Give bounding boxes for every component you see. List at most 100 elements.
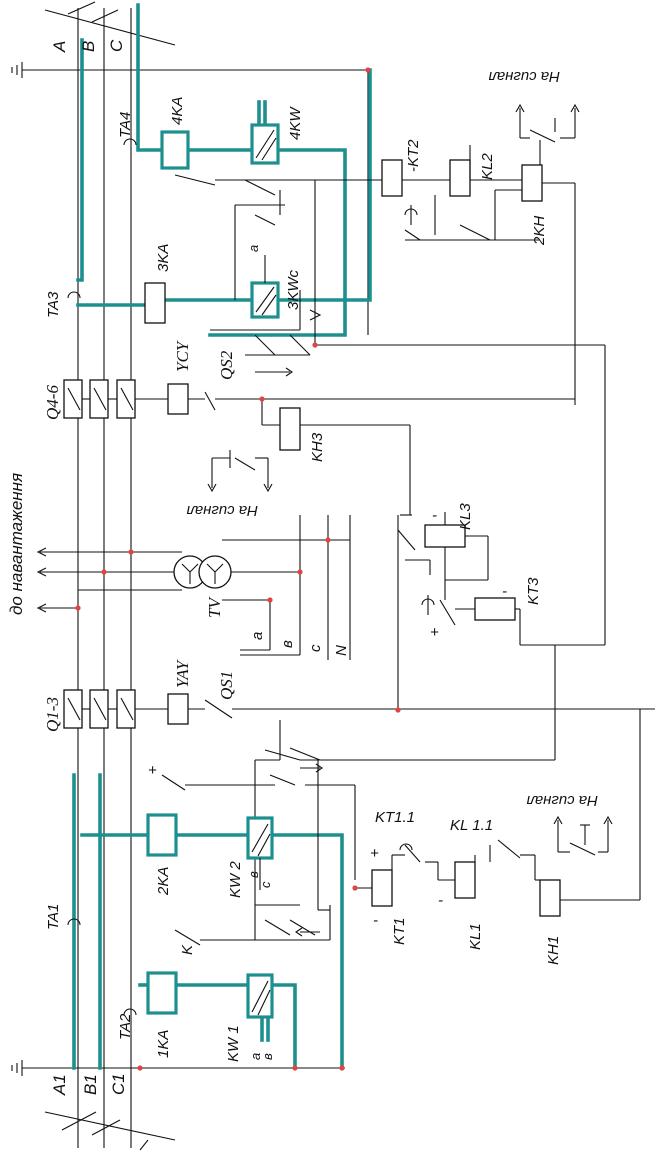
transformer-tv <box>78 515 351 660</box>
junction-nodes <box>75 67 401 1071</box>
label-kt3: KT3 <box>525 577 542 605</box>
label-kt1-1: KT1.1 <box>375 809 415 826</box>
label-3ka: 3KA <box>155 244 172 272</box>
label-3kw: 3KWc <box>285 269 302 310</box>
coil-yay <box>167 693 655 901</box>
label-q1-3: Q1-3 <box>43 697 62 732</box>
signal-label-bottom: На сигнал <box>526 792 598 809</box>
kt2-kl2-contacts <box>402 140 576 405</box>
label-kl2: KL2 <box>479 153 496 180</box>
label-ta3: TA3 <box>45 291 62 318</box>
kl3-contacts <box>397 514 456 710</box>
label-tv-c: c <box>307 644 324 652</box>
signal-label-top: На сигнал <box>488 68 560 85</box>
label-kw1: KW 1 <box>225 1025 242 1062</box>
device-labels: TA4 4KA 4KW -KT2 KL2 2KH TA3 3KA 3KWc a … <box>43 97 562 1062</box>
breaker-q4-6 <box>63 379 168 419</box>
label-qs1: QS1 <box>217 671 236 700</box>
relay-kt2 <box>381 159 403 197</box>
label-kt1: KT1 <box>391 917 408 945</box>
relay-kw2 <box>246 816 274 890</box>
bottom-contacts <box>161 645 556 946</box>
label-2ka: 2KA <box>155 867 172 896</box>
bottom-ground-rail <box>11 1060 345 1076</box>
label-tv: TV <box>205 596 224 618</box>
coil-ycy <box>167 383 285 415</box>
label-kw1-a: a <box>248 1053 263 1060</box>
plus-mark-3: + <box>430 624 439 641</box>
load-label: до навантаження <box>7 473 26 615</box>
kt11-contacts <box>391 843 439 880</box>
ct-ta3 <box>67 291 81 299</box>
relay-1ka <box>146 971 178 1015</box>
label-4kw: 4KW <box>287 106 304 140</box>
relay-3kw <box>250 255 280 319</box>
label-ta2: TA2 <box>117 1013 134 1040</box>
minus-mark-2: - <box>438 892 443 909</box>
ct-ta1 <box>67 918 81 926</box>
relay-3ka <box>144 282 166 324</box>
top-ground-rail <box>11 62 369 335</box>
bottom-ct-circuits <box>72 773 344 1070</box>
load-arrows <box>36 547 131 613</box>
ct-ta4 <box>123 138 137 146</box>
relay-kw1 <box>246 973 274 1019</box>
relay-4ka <box>160 130 190 170</box>
label-q4-6: Q4-6 <box>43 385 62 420</box>
relay-kl1 <box>438 861 476 899</box>
label-kh3: KH3 <box>309 432 326 462</box>
minus-mark-3: - <box>432 507 437 524</box>
kl11-contacts <box>474 839 536 880</box>
phase-label-c1: C1 <box>109 1073 128 1095</box>
plus-mark-1: + <box>148 762 157 779</box>
label-ycy: YCY <box>173 340 192 372</box>
label-1ka: 1KA <box>155 1030 172 1058</box>
label-kw2: KW 2 <box>227 861 244 898</box>
signal-symbol-bottom <box>553 815 613 856</box>
relay-kh1 <box>535 879 561 917</box>
label-tv-b: в <box>279 640 296 648</box>
label-kh1: KH1 <box>545 936 562 965</box>
phase-label-b1: B1 <box>81 1074 100 1095</box>
label-kl1: KL1 <box>467 923 484 950</box>
label-3kw-a: a <box>246 245 261 252</box>
relay-2kh <box>521 164 543 202</box>
polarity-marks: + + + - - - - <box>148 507 507 929</box>
breaker-q1-3 <box>63 689 168 729</box>
top-contacts <box>174 174 606 646</box>
phase-label-b: B <box>79 41 98 52</box>
signal-symbol-mid <box>207 450 273 493</box>
phase-label-a1: A1 <box>50 1074 69 1096</box>
signal-label-mid: На сигнал <box>186 502 258 519</box>
phase-label-a: A <box>50 41 69 53</box>
relay-kl2 <box>449 159 471 197</box>
relay-kt1 <box>355 869 393 907</box>
label-4ka: 4KA <box>169 97 186 125</box>
relay-kl3 <box>424 512 489 581</box>
label-kw2-c: c <box>258 881 273 888</box>
phase-labels: A B C A1 B1 C1 <box>50 39 128 1096</box>
relay-kh3 <box>261 398 575 515</box>
label-kw2-b: в <box>246 871 261 878</box>
label-ta4: TA4 <box>117 112 134 138</box>
relay-kt3 <box>455 597 521 645</box>
relay-2ka <box>146 813 178 857</box>
signal-symbol-top <box>515 103 580 143</box>
label-kt2: -KT2 <box>405 139 422 172</box>
top-ct-circuits <box>76 3 372 337</box>
label-ta1: TA1 <box>45 904 62 930</box>
minus-mark-4: - <box>502 583 507 600</box>
plus-mark-2: + <box>370 845 379 862</box>
label-kl3: KL3 <box>457 503 474 530</box>
phase-label-c: C <box>107 39 126 52</box>
label-tv-n: N <box>333 645 350 656</box>
label-2kh: 2KH <box>531 216 548 246</box>
label-kw1-b: в <box>260 1053 275 1060</box>
minus-mark-1: - <box>373 912 378 929</box>
label-kl1-1: KL 1.1 <box>450 817 493 834</box>
ct-ta2 <box>123 1008 137 1016</box>
label-tv-a: a <box>249 632 266 640</box>
label-yay: YAY <box>173 659 192 688</box>
phase-buses <box>44 1 176 1151</box>
